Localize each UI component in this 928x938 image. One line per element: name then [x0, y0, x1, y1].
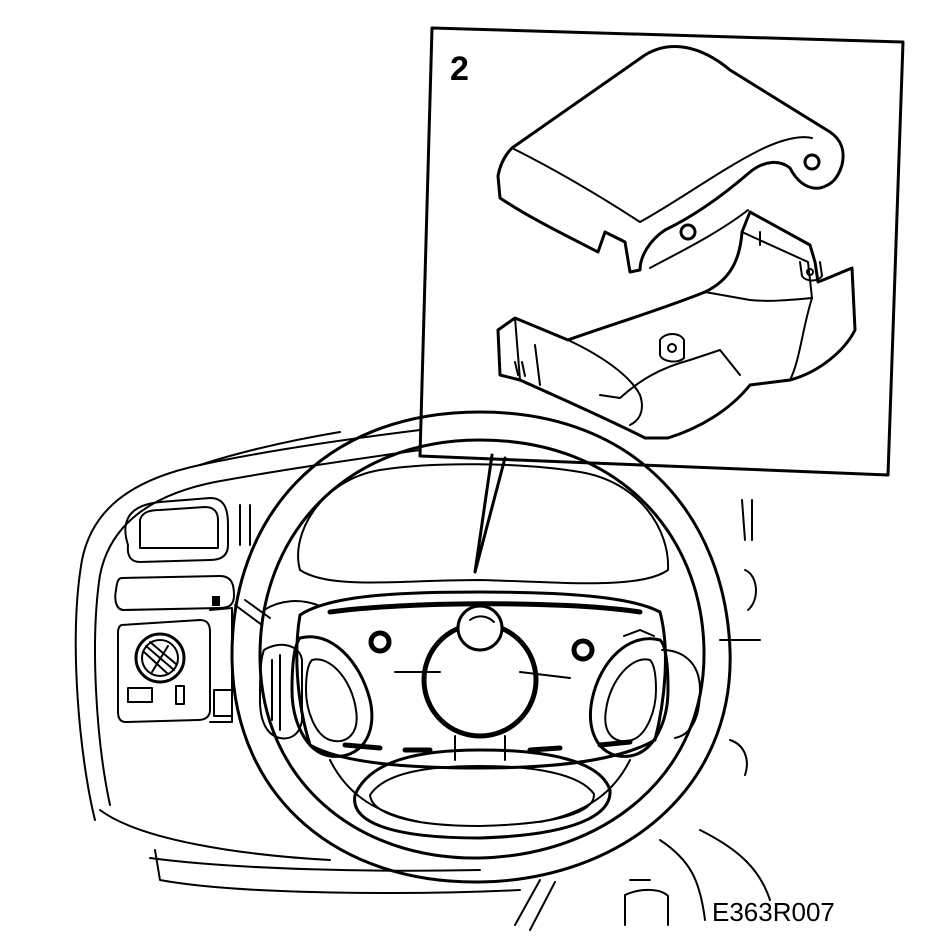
- detail-callout: [418, 26, 905, 574]
- figure-code: E363R007: [712, 897, 835, 927]
- callout-number: 2: [450, 50, 469, 88]
- upper-steering-column-cover: [496, 45, 845, 274]
- lower-steering-column-cover: [496, 210, 857, 440]
- steering-wheel: [230, 410, 732, 884]
- dashboard: [74, 429, 771, 931]
